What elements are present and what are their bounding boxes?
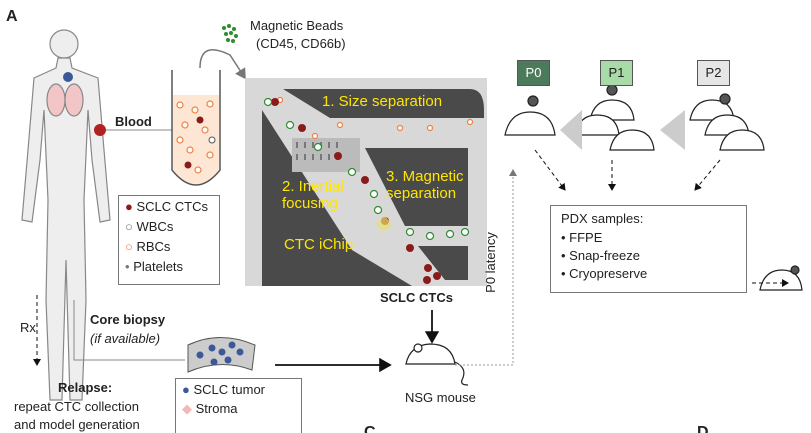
human-body-icon (21, 29, 111, 401)
panel-label: A (6, 8, 18, 25)
legend-item-ctc: ● SCLC CTCs (125, 199, 208, 214)
legend-item-tumor: ● SCLC tumor (182, 382, 266, 397)
panel-d-label: D (697, 424, 709, 433)
beads-markers: (CD45, CD66b) (256, 36, 346, 51)
biopsy-title: Core biopsy (90, 312, 166, 327)
tumor-dot-icon (63, 72, 73, 82)
magnetic-beads-icon (222, 24, 238, 43)
blood-draw-icon (94, 124, 106, 136)
pdx-item: • Cryopreserve (561, 266, 648, 281)
blood-tube-icon (171, 70, 221, 186)
chip-output-label: SCLC CTCs (380, 290, 453, 305)
ctc-ichip-diagram (245, 78, 487, 286)
biopsy-note: (if available) (90, 331, 161, 346)
panel-c-label: C (364, 424, 376, 433)
nsg-mouse-icon (405, 343, 469, 386)
pdx-title: PDX samples: (561, 211, 644, 226)
beads-title: Magnetic Beads (250, 18, 344, 33)
step-3-label: 3. Magnetic separation (386, 168, 464, 202)
legend-item-stroma: ◆ Stroma (182, 401, 238, 416)
chip-name: CTC iChip (284, 236, 354, 253)
relapse-line: and model generation (14, 417, 140, 432)
mouse-label: NSG mouse (405, 390, 476, 405)
passage-p2: P2 (697, 60, 730, 86)
pdx-samples-box: PDX samples: • FFPE • Snap-freeze • Cryo… (550, 205, 747, 293)
tissue-legend: ● SCLC tumor ◆ Stroma (175, 378, 302, 433)
tissue-biopsy-icon (187, 337, 256, 373)
legend-item-wbc: ○ WBCs (125, 219, 174, 234)
legend-item-platelets: • Platelets (125, 259, 184, 274)
relapse-line: repeat CTC collection (14, 399, 139, 414)
step-1-label: 1. Size separation (322, 93, 443, 110)
rx-label: Rx (20, 320, 36, 335)
relapse-title: Relapse: (58, 380, 113, 395)
cell-legend: ● SCLC CTCs ○ WBCs ○ RBCs • Platelets (118, 195, 220, 285)
pdx-item: • Snap-freeze (561, 248, 640, 263)
pdx-item: • FFPE (561, 230, 603, 245)
latency-label: P0 latency (482, 232, 498, 293)
passage-p1: P1 (600, 60, 633, 86)
legend-item-rbc: ○ RBCs (125, 239, 171, 254)
pdx-mice-icons (504, 84, 803, 291)
passage-p0: P0 (517, 60, 550, 86)
blood-label: Blood (115, 114, 152, 129)
step-2-label: 2. Inertial focusing (282, 178, 344, 212)
